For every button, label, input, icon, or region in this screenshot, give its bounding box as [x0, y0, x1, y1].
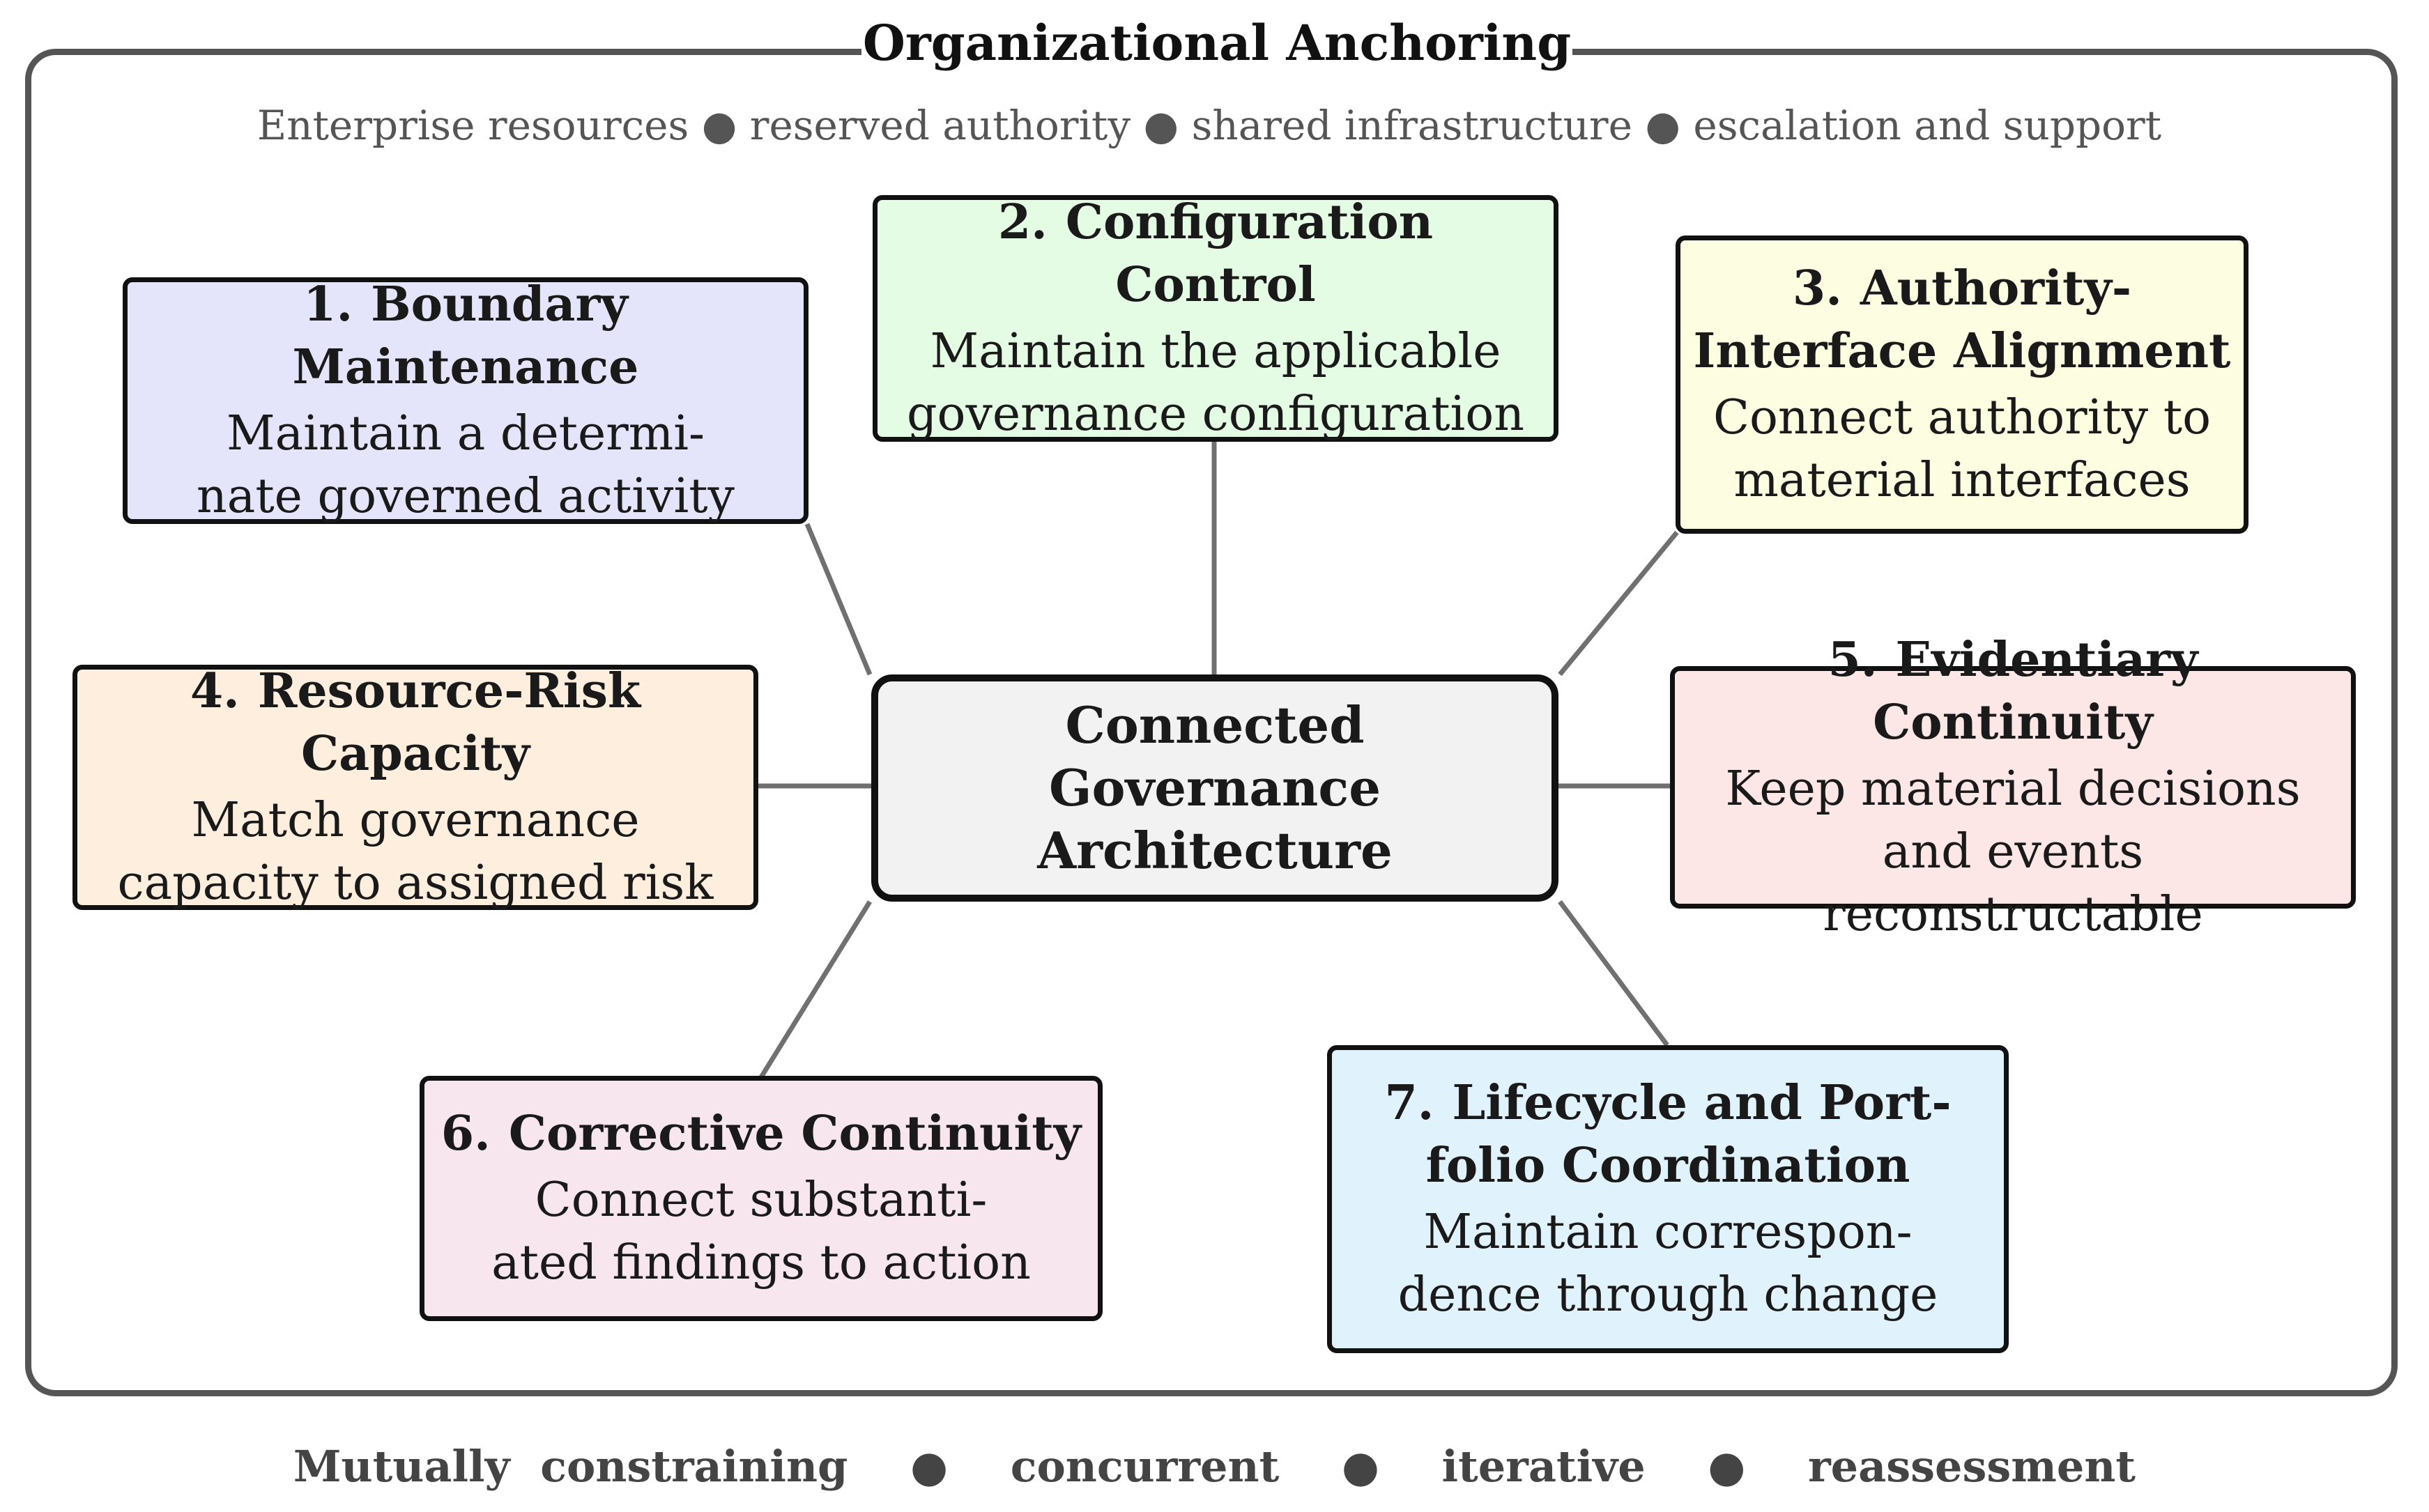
node-6-number: 6. [440, 1106, 491, 1162]
node-6-desc-line1: Connect substanti- [535, 1173, 988, 1228]
connector-3 [1558, 530, 1679, 677]
node-1-title-line1: Boundary Maintenance [292, 277, 639, 395]
footer-item-3: iterative [1441, 1441, 1646, 1492]
node-boundary-maintenance: 1.Boundary Maintenance Maintain a determ… [123, 277, 809, 524]
center-node-connected-governance: Connected Governance Architecture [871, 674, 1558, 902]
node-4-number: 4. [190, 663, 240, 719]
node-6-title-line1: Corrective Continuity [508, 1106, 1082, 1162]
node-6-title: 6. Corrective Continuity [441, 1102, 1081, 1165]
node-6-desc-line2: ated findings to action [491, 1235, 1031, 1290]
node-7-desc-line2: dence through change [1397, 1267, 1938, 1322]
node-7-title: 7. Lifecycle and Port- folio Coordination [1384, 1072, 1951, 1197]
node-2-description: Maintain the applicable governance confi… [907, 321, 1524, 446]
node-6-description: Connect substanti- ated findings to acti… [491, 1169, 1031, 1295]
node-5-desc-line1: Keep material decisions [1725, 762, 2301, 817]
connector-1 [804, 523, 873, 676]
node-5-description: Keep material decisions and events recon… [1687, 758, 2338, 946]
frame-subtitle: Enterprise resources ● reserved authorit… [256, 102, 2162, 149]
footer-separator-1: ● [910, 1441, 949, 1492]
node-4-title-line1: Resource-Risk Capacity [257, 663, 641, 782]
node-corrective-continuity: 6. Corrective Continuity Connect substant… [420, 1076, 1103, 1321]
node-7-title-line1: Lifecycle and Port- [1452, 1075, 1952, 1131]
node-4-title: 4. Resource-Risk Capacity [90, 660, 741, 785]
node-3-title-line2: Interface Alignment [1693, 323, 2231, 379]
node-2-desc-line1: Maintain the applicable [930, 324, 1501, 379]
footer-item-1: Mutually constraining [293, 1441, 848, 1492]
node-5-desc-line2: and events reconstructable [1823, 824, 2203, 942]
node-1-title: 1.Boundary Maintenance [140, 273, 791, 399]
node-5-title: 5.Evidentiary Continuity [1687, 628, 2338, 754]
node-lifecycle-portfolio-coordination: 7. Lifecycle and Port- folio Coordination… [1327, 1045, 2009, 1353]
node-4-desc-line1: Match governance [191, 793, 640, 848]
footer-item-4: reassessment [1807, 1441, 2136, 1492]
node-3-number: 3. [1792, 261, 1842, 316]
node-2-number: 2. [997, 194, 1048, 250]
node-1-number: 1. [303, 277, 353, 332]
node-3-desc-line1: Connect authority to [1712, 390, 2212, 445]
node-4-description: Match governance capacity to assigned ri… [118, 789, 714, 915]
node-2-title-line1: Configuration Control [1065, 194, 1434, 313]
node-authority-interface-alignment: 3. Authority- Interface Alignment Connect… [1676, 236, 2248, 534]
node-2-desc-line2: governance configuration [906, 387, 1525, 442]
node-7-number: 7. [1384, 1075, 1434, 1131]
center-title-line1: Connected Governance [1048, 695, 1381, 817]
node-3-description: Connect authority to material interfaces [1713, 387, 2211, 512]
node-1-desc-line1: Maintain a determi- [227, 406, 705, 461]
connector-7 [1558, 900, 1669, 1047]
node-3-title-line1: Authority- [1860, 261, 2132, 316]
node-2-title: 2. Configuration Control [890, 191, 1541, 316]
node-4-desc-line2: capacity to assigned risk [117, 856, 714, 911]
node-3-title: 3. Authority- Interface Alignment [1694, 257, 2231, 383]
node-1-description: Maintain a determi- nate governed activi… [197, 403, 735, 528]
node-7-desc-line1: Maintain correspon- [1423, 1205, 1913, 1260]
node-1-desc-line2: nate governed activity [197, 469, 735, 524]
footer-separator-3: ● [1708, 1441, 1746, 1492]
frame-title: Organizational Anchoring [861, 8, 1572, 78]
node-7-title-line2: folio Coordination [1425, 1138, 1910, 1194]
connector-6 [759, 900, 872, 1079]
footer-item-2: concurrent [1010, 1441, 1280, 1492]
center-title-line2: Architecture [1037, 821, 1393, 880]
node-3-desc-line2: material interfaces [1733, 453, 2191, 508]
node-evidentiary-continuity: 5.Evidentiary Continuity Keep material d… [1670, 632, 2356, 942]
footer-caption: Mutually constraining ● concurrent ● ite… [0, 1435, 2429, 1498]
footer-separator-2: ● [1341, 1441, 1379, 1492]
node-5-number: 5. [1828, 632, 1878, 688]
node-5-title-line1: Evidentiary Continuity [1873, 632, 2198, 750]
node-7-description: Maintain correspon- dence through change [1398, 1201, 1938, 1327]
node-resource-risk-capacity: 4. Resource-Risk Capacity Match governanc… [72, 663, 758, 911]
node-configuration-control: 2. Configuration Control Maintain the app… [873, 194, 1558, 442]
